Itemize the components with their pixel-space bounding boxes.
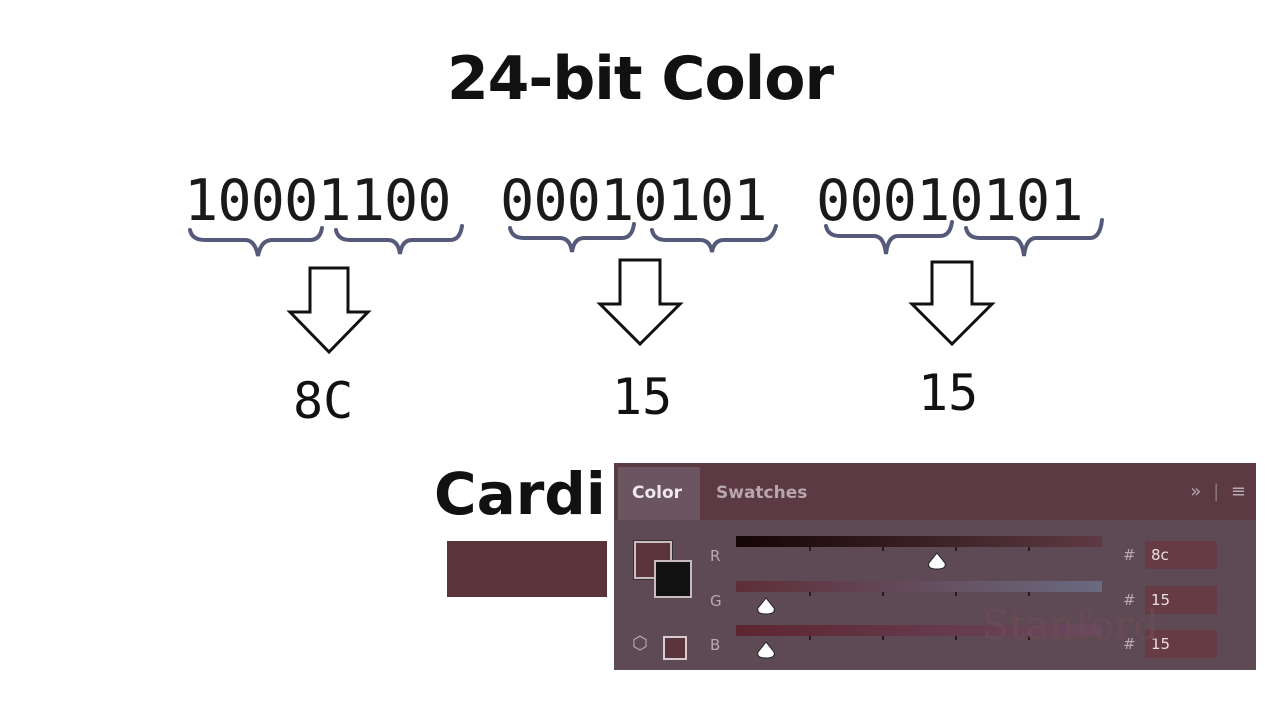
slider-track-r[interactable] [736,536,1102,547]
panel-tab-bar: Color Swatches » | ≡ [614,463,1256,520]
channel-b-label: B [710,636,721,654]
slider-tick [1028,547,1030,551]
channel-g-label: G [710,592,722,610]
slider-thumb-g[interactable] [757,597,775,615]
cardinal-label: Cardi [434,460,606,528]
brace [824,220,954,255]
slider-tick [955,592,957,596]
expand-panel-icon[interactable]: » [1190,481,1202,502]
cube-icon[interactable]: ⬡ [632,633,648,654]
channel-g-value[interactable]: 15 [1145,586,1217,614]
slider-track-b[interactable] [736,625,1102,636]
websafe-color-swatch[interactable] [663,636,687,660]
color-panel: Color Swatches » | ≡ ⬡ R G B # # # 8c 15… [614,463,1256,670]
brace [650,224,778,253]
tab-color-label: Color [632,483,683,503]
page-title: 24-bit Color [446,44,834,114]
arrows [286,258,996,355]
divider: | [1213,481,1220,502]
hex-green: 15 [612,368,673,426]
down-arrow-icon [908,260,996,347]
slider-tick [809,592,811,596]
slider-thumb-r[interactable] [928,552,946,570]
brace [508,222,636,253]
brace [188,226,324,257]
slider-tick [882,636,884,640]
nibble-braces [188,218,1104,257]
hex-blue: 15 [918,364,979,422]
slider-tick [809,547,811,551]
hash-symbol: # [1123,546,1136,564]
slider-thumb-b[interactable] [757,641,775,659]
byte-blue-bits: 00010101 [816,168,1084,234]
channel-r-label: R [710,547,721,565]
byte-red-bits: 10001100 [184,168,452,234]
channel-r-value[interactable]: 8c [1145,541,1217,569]
watermark: Stanford [982,603,1159,649]
hash-symbol: # [1123,591,1136,609]
hex-red: 8C [293,372,354,430]
panel-menu-icon[interactable]: ≡ [1230,481,1246,502]
slider-tick [882,547,884,551]
brace [964,218,1104,257]
slider-tick [955,547,957,551]
tab-color[interactable]: Color [618,467,700,520]
slider-track-g[interactable] [736,581,1102,592]
slider-tick [1028,592,1030,596]
slider-tick [809,636,811,640]
background-color-swatch[interactable] [654,560,692,598]
slider-area [736,536,1102,659]
panel-menu-controls: » | ≡ [1184,481,1246,502]
down-arrow-icon [596,258,684,347]
tab-swatches[interactable]: Swatches [716,483,808,503]
down-arrow-icon [286,266,372,355]
cardinal-color-swatch [447,541,607,597]
hash-symbol: # [1123,635,1136,653]
slider-tick [955,636,957,640]
slider-tick [882,592,884,596]
slider-tick [1028,636,1030,640]
brace [334,224,464,255]
channel-b-value[interactable]: 15 [1145,630,1217,658]
